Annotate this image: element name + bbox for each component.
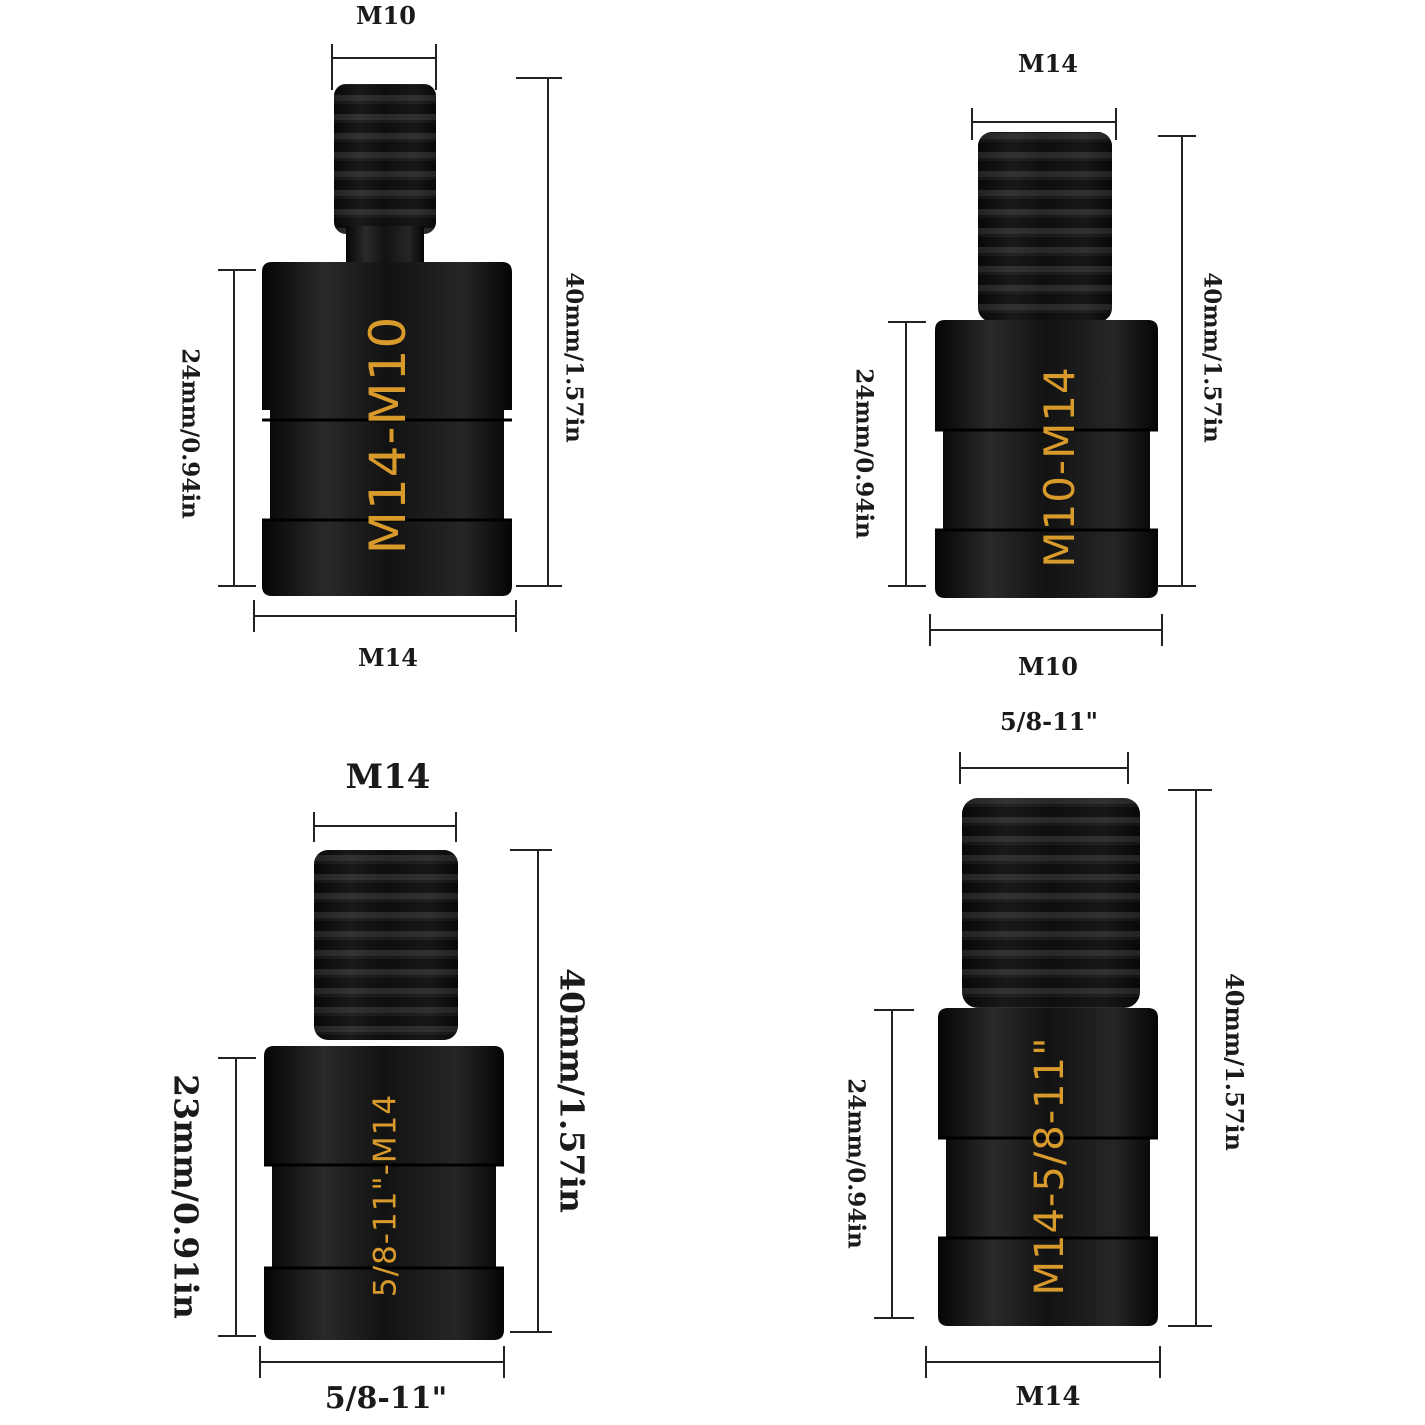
adapter-3-bottom-thread-label: 5/8-11": [324, 1381, 448, 1416]
adapter-1: [262, 84, 512, 596]
adapter-4-top-thread-label: 5/8-11": [999, 707, 1099, 736]
adapter-3: [264, 850, 504, 1340]
adapter-1-engraving: M14-M10: [359, 315, 417, 555]
adapter-1-body: [262, 262, 512, 596]
adapter-4-engraving: M14-5/8-11": [1027, 1036, 1073, 1296]
adapter-4-total-length-label: 40mm/1.57in: [1220, 973, 1249, 1151]
adapter-3-top-thread-label: M14: [345, 757, 431, 797]
adapter-1-bottom-thread-label: M14: [358, 643, 418, 672]
adapter-4-body: [938, 1008, 1158, 1326]
adapter-3-total-length-label: 40mm/1.57in: [552, 968, 592, 1213]
adapter-2-engraving: M10-M14: [1035, 366, 1084, 568]
adapter-4-bottom-thread-label: M14: [1015, 1382, 1081, 1412]
adapter-1-total-length-label: 40mm/1.57in: [560, 272, 588, 443]
adapter-2-bottom-thread-label: M10: [1018, 652, 1078, 681]
adapter-2-body-length-label: 24mm/0.94in: [850, 368, 878, 539]
dimension-lines: [218, 44, 1212, 1378]
adapter-4: [938, 798, 1158, 1326]
adapter-4-body-length-label: 24mm/0.94in: [842, 1078, 870, 1249]
adapter-3-body-length-label: 23mm/0.91in: [166, 1074, 206, 1319]
adapter-2-top-thread-label: M14: [1018, 49, 1078, 78]
adapter-2-total-length-label: 40mm/1.57in: [1198, 272, 1226, 443]
adapter-3-engraving: 5/8-11"-M14: [367, 1093, 404, 1298]
adapter-2: [935, 132, 1158, 598]
adapter-1-body-length-label: 24mm/0.94in: [176, 348, 204, 519]
adapter-1-top-thread-label: M10: [356, 1, 416, 30]
